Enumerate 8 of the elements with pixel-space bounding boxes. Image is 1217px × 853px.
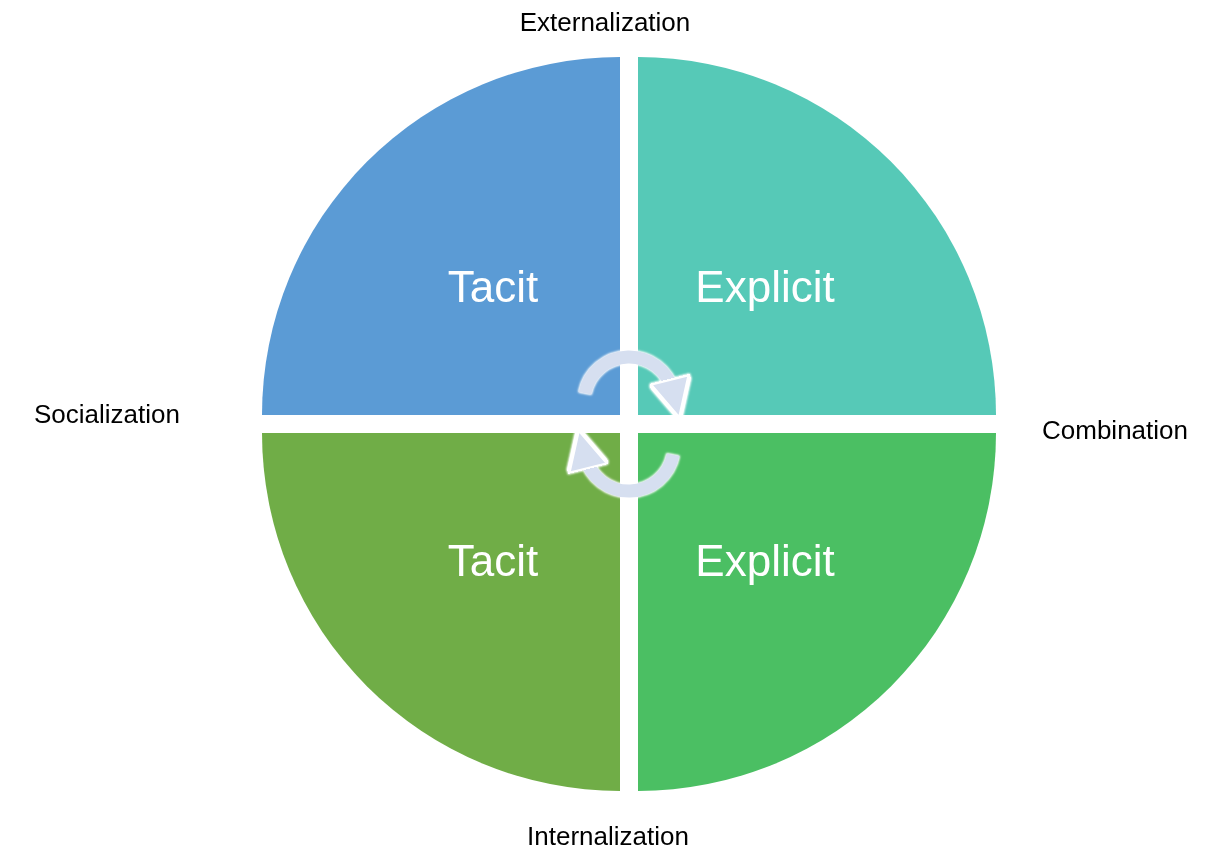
mode-label: Externalization bbox=[519, 6, 691, 38]
mode-label: Socialization bbox=[34, 398, 180, 430]
quadrant-label: Tacit bbox=[447, 262, 539, 312]
quadrant-label: Explicit bbox=[695, 536, 835, 586]
quadrant-label: Tacit bbox=[447, 536, 539, 586]
mode-label: Combination bbox=[1042, 414, 1188, 446]
quadrant-label: Explicit bbox=[695, 262, 835, 312]
mode-label: Internalization bbox=[527, 820, 689, 852]
